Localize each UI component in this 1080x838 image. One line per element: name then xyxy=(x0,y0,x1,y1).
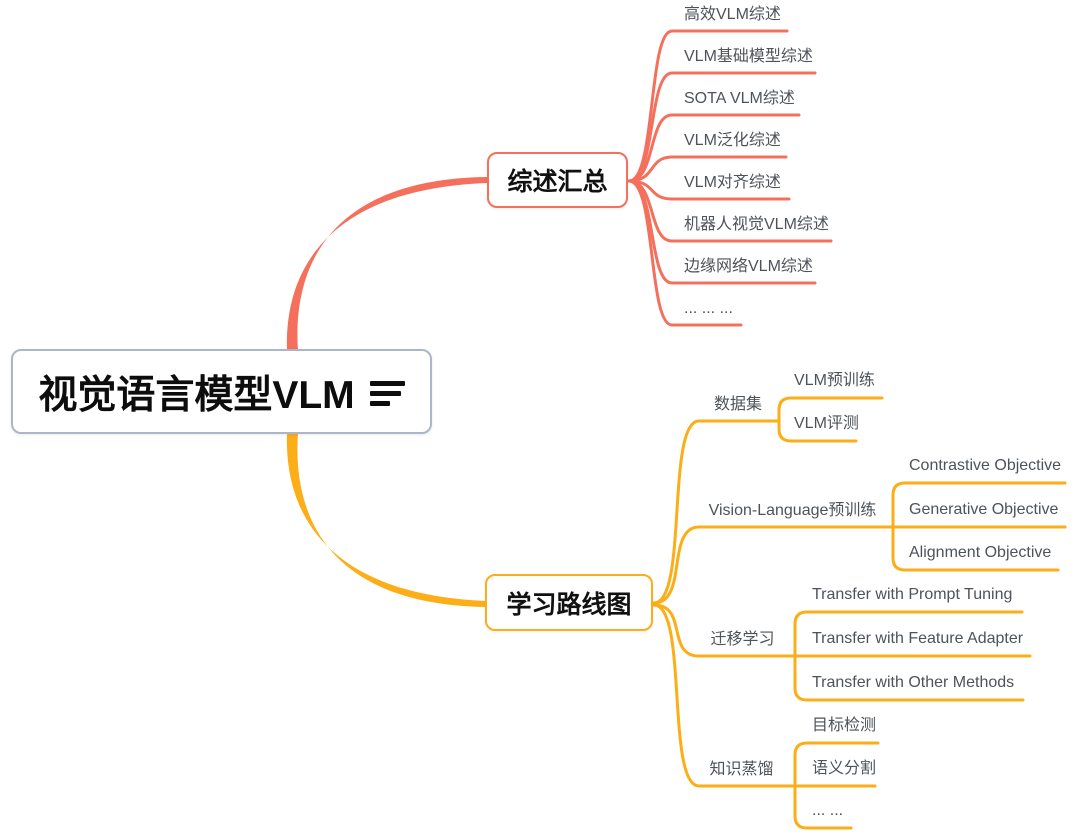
topic-robot-vision-survey[interactable]: 机器人视觉VLM综述 xyxy=(684,216,829,233)
topic-object-detection[interactable]: 目标检测 xyxy=(812,717,877,734)
topic-transfer-other-methods[interactable]: Transfer with Other Methods xyxy=(812,674,1015,691)
topic-generative-objective[interactable]: Generative Objective xyxy=(909,501,1059,518)
edge-surveys-leaf-3 xyxy=(627,113,801,183)
branch-node-roadmap[interactable]: 学习路线图 xyxy=(485,574,653,631)
topic-surveys-ellipsis[interactable]: ... ... ... xyxy=(684,300,733,317)
topic-vl-pretraining[interactable]: Vision-Language预训练 xyxy=(708,502,877,519)
topic-contrastive-objective[interactable]: Contrastive Objective xyxy=(909,457,1062,474)
topic-efficient-vlm-survey[interactable]: 高效VLM综述 xyxy=(684,6,781,23)
topic-transfer-learning[interactable]: 迁移学习 xyxy=(710,631,775,648)
edge-root-to-surveys xyxy=(286,177,487,351)
edge-roadmap-distill xyxy=(652,603,797,788)
edge-roadmap-transfer xyxy=(652,603,797,658)
topic-knowledge-distillation[interactable]: 知识蒸馏 xyxy=(709,761,774,778)
topic-edge-network-survey[interactable]: 边缘网络VLM综述 xyxy=(684,258,813,275)
edge-surveys-leaf-8 xyxy=(627,179,743,327)
edge-surveys-leaf-2 xyxy=(627,71,817,183)
topic-foundation-vlm-survey[interactable]: VLM基础模型综述 xyxy=(684,48,813,65)
branch-node-surveys[interactable]: 综述汇总 xyxy=(487,152,628,208)
edge-roadmap-dataset xyxy=(652,419,781,605)
topic-alignment-objective[interactable]: Alignment Objective xyxy=(909,544,1052,561)
topic-generalization-survey[interactable]: VLM泛化综述 xyxy=(684,132,781,149)
notes-icon[interactable] xyxy=(369,380,405,406)
topic-vlm-pretrain-data[interactable]: VLM预训练 xyxy=(794,372,875,389)
topic-transfer-prompt-tuning[interactable]: Transfer with Prompt Tuning xyxy=(812,586,1013,603)
topic-transfer-feature-adapter[interactable]: Transfer with Feature Adapter xyxy=(812,630,1024,647)
topic-vlm-evaluation[interactable]: VLM评测 xyxy=(794,415,859,432)
topic-dataset[interactable]: 数据集 xyxy=(713,396,762,413)
topic-alignment-survey[interactable]: VLM对齐综述 xyxy=(684,174,781,191)
edge-root-to-roadmap xyxy=(286,433,487,607)
topic-semantic-segmentation[interactable]: 语义分割 xyxy=(812,760,877,777)
edge-roadmap-vlpretrain xyxy=(652,525,895,605)
topic-sota-vlm-survey[interactable]: SOTA VLM综述 xyxy=(684,90,795,107)
root-node-label: 视觉语言模型VLM xyxy=(38,373,355,417)
root-node[interactable]: 视觉语言模型VLM xyxy=(11,349,432,434)
edge-dataset-children xyxy=(777,396,884,443)
topic-distill-ellipsis[interactable]: ... ... xyxy=(812,802,844,819)
